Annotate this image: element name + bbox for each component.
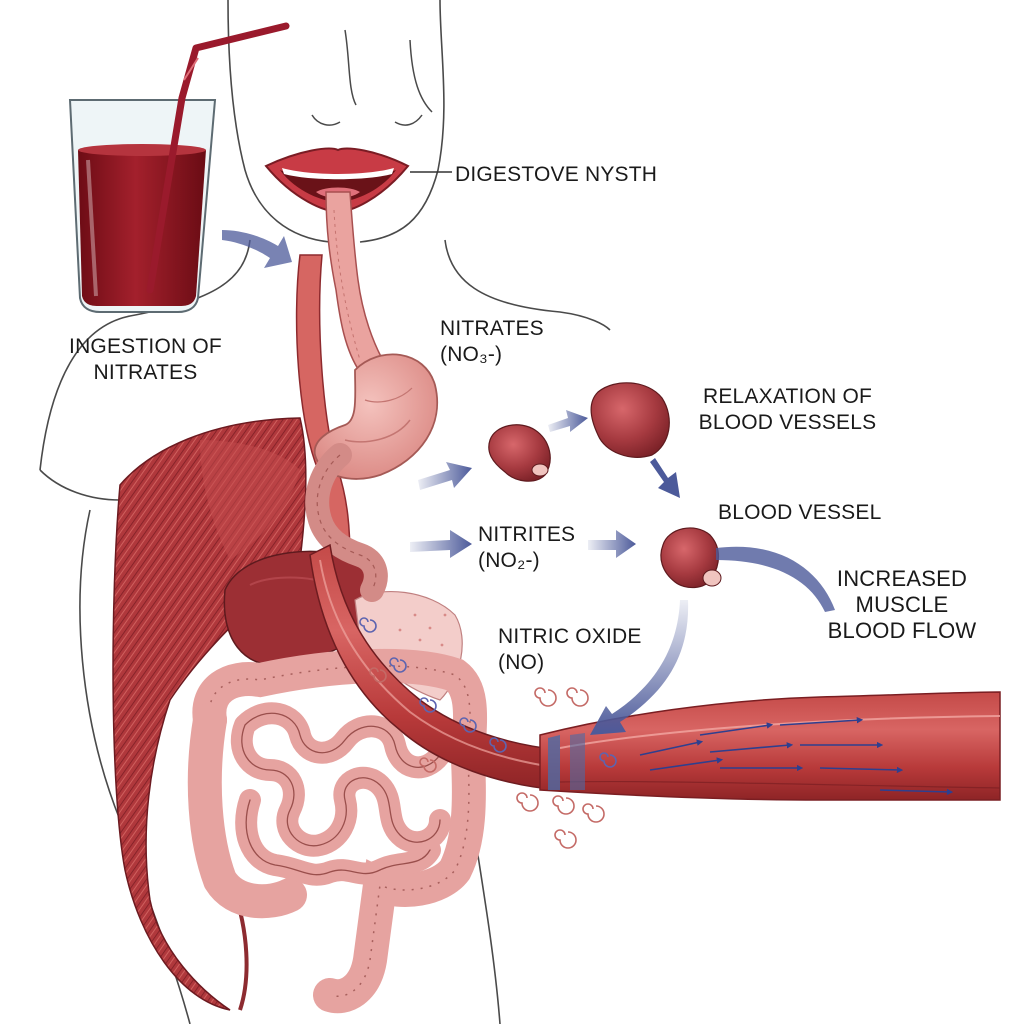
face [311,29,433,126]
mouth-icon [264,147,410,214]
blood-vessel-text: BLOOD VESSEL [718,501,882,524]
stomach-icon [305,353,439,602]
blood-vessel-label: BLOOD VESSEL [718,500,881,526]
artery-icon [539,690,1024,805]
blood-flow-arrows [639,717,954,796]
digestive-system-label: DIGESTOVE NYSTH [455,162,657,188]
ingestion-line-2: NITRATES [93,361,198,384]
relaxation-label: RELAXATION OF BLOOD VESSELS [680,384,895,436]
glass-of-beet-juice-icon [68,99,217,313]
increased-flow-line-1: INCREASED [836,566,968,591]
straw-icon [146,22,290,294]
increased-flow-line-2: MUSCLE [855,592,949,617]
heart-icon [488,382,722,589]
relaxation-line-2: BLOOD VESSELS [698,411,877,434]
relaxation-line-1: RELAXATION OF [702,385,873,408]
flow-arrow-icon [222,230,835,735]
nitric-oxide-swirls [359,617,617,849]
nitrates-line-2: (NO₃-) [440,343,503,366]
nitric-oxide-label: NITRIC OXIDE (NO) [498,624,642,676]
ingestion-label: INGESTION OF NITRATES [58,334,233,386]
nitric-oxide-line-2: (NO) [498,651,545,674]
vessel-segment-3 [660,527,722,589]
nitrites-line-1: NITRITES [478,523,576,546]
digestive-system-text: DIGESTOVE NYSTH [455,163,658,186]
ingestion-line-1: INGESTION OF [69,335,222,358]
nitrites-label: NITRITES (NO₂-) [478,522,575,574]
nitrates-line-1: NITRATES [440,317,544,340]
esophagus [325,191,392,373]
nitrates-label: NITRATES (NO₃-) [440,316,544,368]
increased-flow-line-3: BLOOD FLOW [827,618,977,643]
intestines-icon [230,702,451,886]
vessel-segment-1 [488,424,551,482]
nitric-oxide-line-1: NITRIC OXIDE [498,625,642,648]
vessel-segment-2 [590,382,670,458]
nitrites-line-2: (NO₂-) [478,549,540,572]
increased-flow-label: INCREASED MUSCLE BLOOD FLOW [822,566,982,644]
